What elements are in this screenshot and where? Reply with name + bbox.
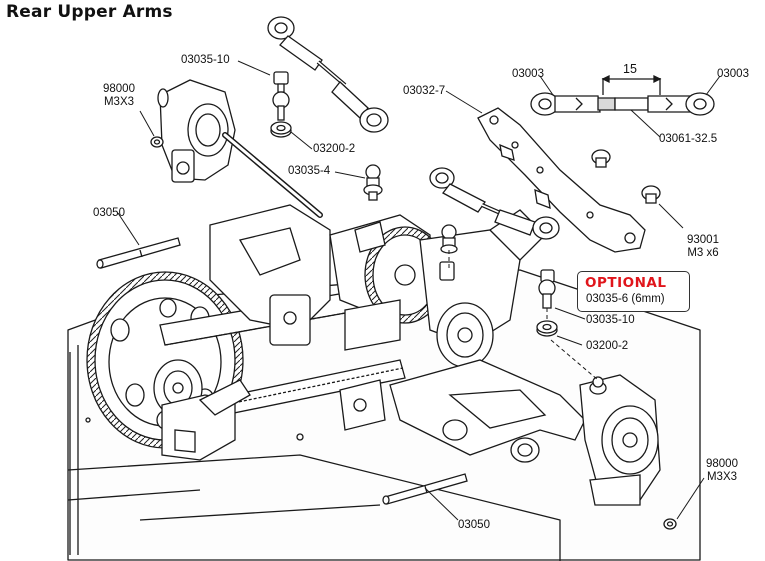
label-98000-bottom-size: M3X3 (706, 471, 738, 483)
label-03035-10-top: 03035-10 (181, 54, 230, 66)
ball-stud-on-chassis (440, 224, 458, 254)
label-98000-top: 98000 M3X3 (97, 83, 141, 109)
optional-callout (577, 271, 690, 312)
center-bulkhead (209, 204, 446, 431)
leader-lines (117, 60, 721, 521)
pin-03050-left (96, 237, 181, 269)
label-98000-top-code: 98000 (103, 83, 135, 95)
label-03200-2-right: 03200-2 (586, 340, 629, 352)
label-98000-top-size: M3X3 (103, 96, 135, 108)
label-03003-right: 03003 (717, 68, 749, 80)
upper-arm-turnbuckle-top (267, 16, 389, 133)
right-hub-carrier (579, 374, 661, 506)
label-93001-code: 93001 (687, 234, 719, 246)
upper-arm-turnbuckle-mid (429, 167, 560, 240)
grub-screw-bottom-right (663, 518, 677, 530)
label-03035-10-right: 03035-10 (586, 314, 635, 326)
screws-93001 (591, 149, 661, 204)
label-dimension-15: 15 (623, 62, 637, 76)
label-03050-bottom: 03050 (458, 519, 490, 531)
label-03050-left: 03050 (93, 207, 125, 219)
label-93001-size: M3 x6 (687, 247, 719, 259)
label-03032-7: 03032-7 (403, 85, 446, 97)
ball-stud-03035-4 (363, 164, 383, 201)
label-93001: 93001 M3 x6 (683, 234, 723, 260)
optional-subtitle: 03035-6 (6mm) (586, 293, 665, 305)
label-03061: 03061-32.5 (659, 133, 718, 145)
optional-title: OPTIONAL (585, 275, 667, 291)
label-98000-bottom: 98000 M3X3 (700, 458, 744, 484)
rear-hub-top-left (157, 79, 323, 218)
label-03003-left: 03003 (512, 68, 544, 80)
turnbuckle-exploded (530, 74, 715, 116)
label-03200-2-top: 03200-2 (313, 143, 356, 155)
page-title: Rear Upper Arms (6, 2, 173, 22)
shock-tower-plate (477, 107, 646, 253)
rear-lower-arm (389, 359, 586, 463)
left-hub-assembly (153, 359, 251, 461)
label-98000-bottom-code: 98000 (706, 458, 738, 470)
ball-stud-optional (536, 269, 558, 337)
grub-screw-top-left (150, 136, 164, 148)
label-03035-4: 03035-4 (288, 165, 331, 177)
ball-stud-03035-10-top (270, 71, 292, 138)
